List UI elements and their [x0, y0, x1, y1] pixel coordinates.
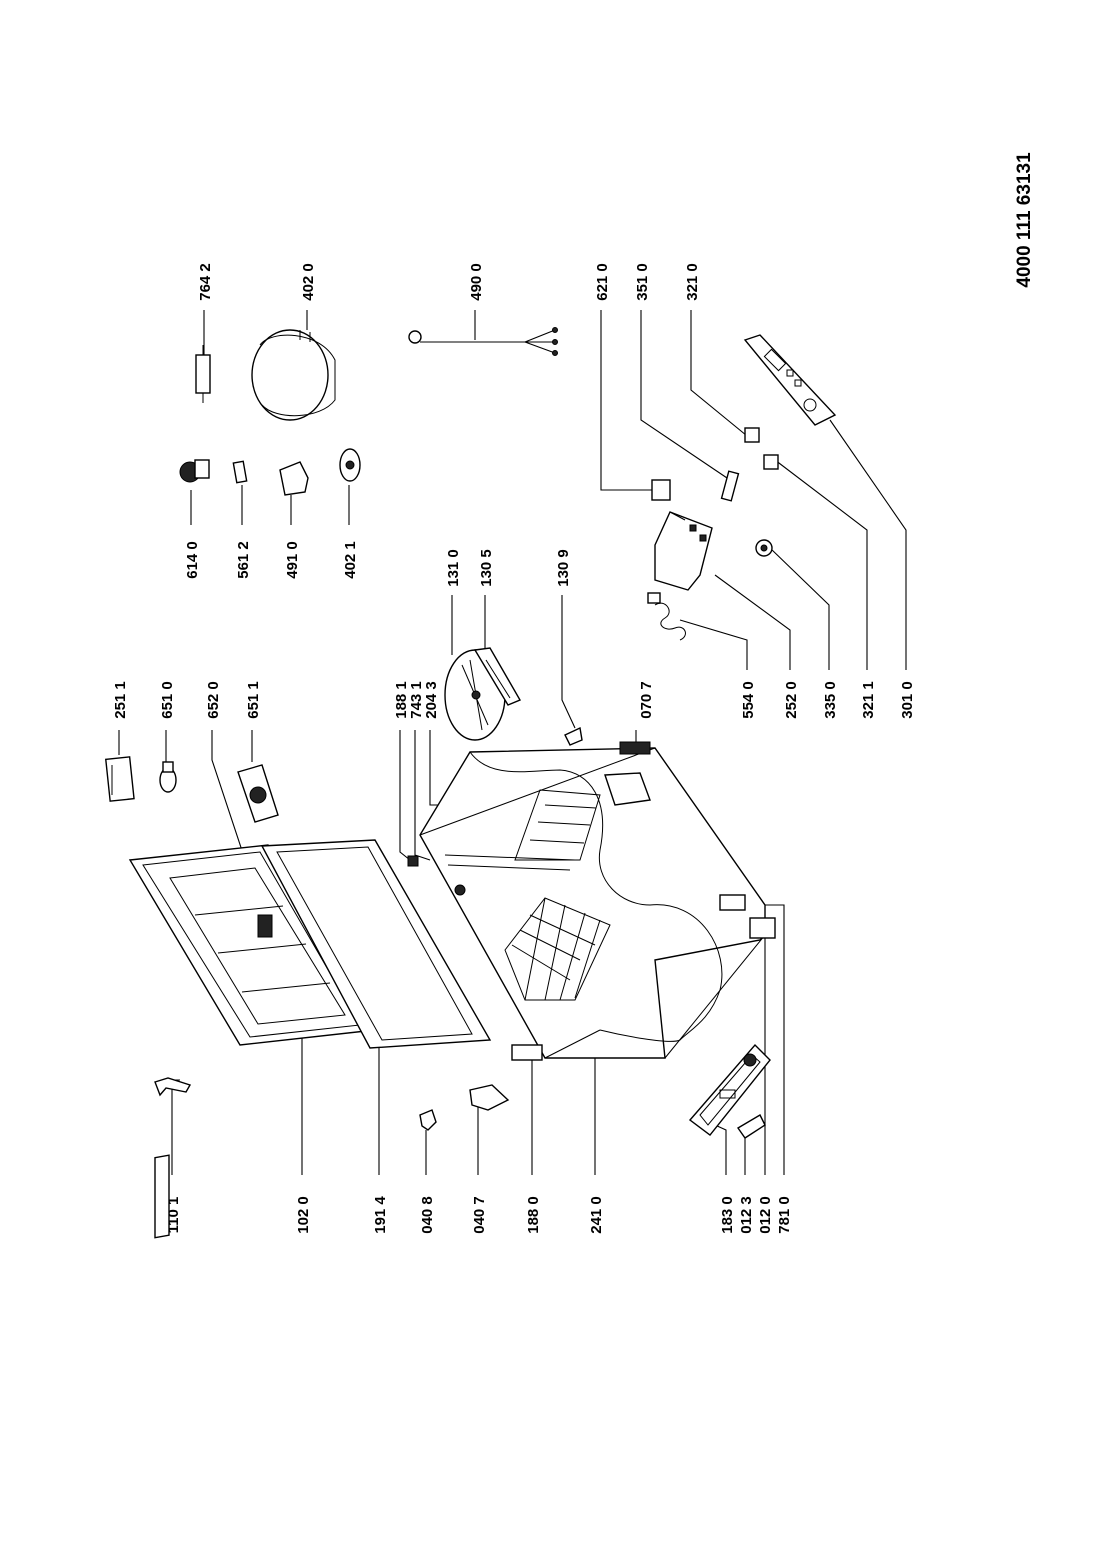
svg-text:490 0: 490 0: [468, 263, 485, 301]
svg-text:012 0: 012 0: [757, 1196, 774, 1234]
part-402-1: [339, 448, 361, 482]
callout-335-0: 335 0: [769, 547, 839, 719]
svg-text:402 0: 402 0: [300, 263, 317, 301]
filter-dryer: [195, 345, 211, 403]
callout-321-0: 321 0: [684, 263, 753, 441]
base-plate: [688, 1043, 771, 1136]
svg-text:764 2: 764 2: [197, 263, 214, 301]
svg-text:131 0: 131 0: [445, 549, 462, 587]
svg-text:301 0: 301 0: [899, 681, 916, 719]
svg-text:188 0: 188 0: [525, 1196, 542, 1234]
callout-070-7: 070 7: [635, 681, 655, 742]
control-panel: [743, 334, 837, 426]
part-491-0: [279, 461, 309, 496]
callout-402-0: 402 0: [300, 263, 317, 330]
callout-252-0: 252 0: [714, 574, 800, 719]
svg-text:351 0: 351 0: [634, 263, 651, 301]
part-561-2: [232, 460, 248, 484]
svg-text:491 0: 491 0: [284, 541, 301, 579]
wire-basket: [504, 897, 611, 1001]
svg-text:040 8: 040 8: [419, 1196, 436, 1234]
callout-130-5: 130 5: [478, 549, 495, 650]
svg-text:183 0: 183 0: [719, 1196, 736, 1234]
document-number: 4000 111 63131: [1014, 152, 1035, 288]
svg-text:191 4: 191 4: [372, 1196, 389, 1234]
callout-490-0: 490 0: [468, 263, 485, 340]
callout-131-0: 131 0: [445, 549, 462, 655]
callout-188-0: 188 0: [525, 1055, 542, 1234]
svg-text:651 0: 651 0: [159, 681, 176, 719]
lamp-housing: [237, 764, 279, 823]
lens-321-1: [763, 454, 779, 470]
callout-781-0: 781 0: [760, 904, 793, 1234]
callout-554-0: 554 0: [679, 619, 757, 719]
svg-text:070 7: 070 7: [638, 681, 655, 719]
svg-text:614 0: 614 0: [184, 541, 201, 579]
callout-012-0: 012 0: [757, 935, 774, 1234]
svg-text:651 1: 651 1: [245, 681, 262, 719]
callout-251-1: 251 1: [112, 681, 129, 755]
compressor: [251, 329, 336, 421]
callout-561-2: 561 2: [235, 485, 252, 579]
handle-part: [154, 1077, 192, 1239]
callout-040-8: 040 8: [419, 1130, 436, 1234]
lens-321-0: [744, 427, 760, 443]
callout-102-0: 102 0: [295, 1030, 312, 1234]
indicator-351-0: [720, 470, 740, 502]
svg-text:621 0: 621 0: [594, 263, 611, 301]
power-cord: [408, 327, 558, 356]
callout-402-1: 402 1: [342, 485, 359, 579]
svg-text:040 7: 040 7: [471, 1196, 488, 1234]
svg-text:130 9: 130 9: [555, 549, 572, 587]
svg-text:781 0: 781 0: [776, 1196, 793, 1234]
svg-text:188 1: 188 1: [393, 681, 410, 719]
callout-183-0: 183 0: [714, 1124, 736, 1234]
svg-text:102 0: 102 0: [295, 1196, 312, 1234]
callout-188-1: 188 1: [393, 681, 411, 861]
svg-text:252 0: 252 0: [783, 681, 800, 719]
part-040-7: [469, 1084, 510, 1111]
svg-text:251 1: 251 1: [112, 681, 129, 719]
callout-321-1: 321 1: [774, 459, 877, 719]
callout-351-0: 351 0: [634, 263, 731, 481]
svg-text:554 0: 554 0: [740, 681, 757, 719]
svg-text:012 3: 012 3: [738, 1196, 755, 1234]
door-gasket: [260, 839, 492, 1049]
thermostat-box: [654, 511, 713, 591]
callout-301-0: 301 0: [829, 419, 916, 719]
callout-012-3: 012 3: [738, 1135, 755, 1234]
callout-130-9: 130 9: [555, 549, 576, 729]
svg-text:241 0: 241 0: [588, 1196, 605, 1234]
part-614-0: [179, 459, 210, 483]
callout-491-0: 491 0: [284, 495, 301, 579]
callout-764-2: 764 2: [197, 263, 214, 355]
svg-text:321 0: 321 0: [684, 263, 701, 301]
part-040-8: [419, 1109, 437, 1131]
part-130-9: [564, 726, 583, 746]
callout-743-1: 743 1: [408, 681, 431, 861]
callout-651-1: 651 1: [245, 681, 262, 762]
thermostat-coil: [647, 592, 686, 641]
callout-614-0: 614 0: [184, 490, 201, 579]
bracket-012-3: [736, 1114, 766, 1139]
svg-text:335 0: 335 0: [822, 681, 839, 719]
svg-text:652 0: 652 0: [205, 681, 222, 719]
callout-040-7: 040 7: [471, 1105, 488, 1234]
svg-text:743 1: 743 1: [408, 681, 425, 719]
svg-text:402 1: 402 1: [342, 541, 359, 579]
svg-text:561 2: 561 2: [235, 541, 252, 579]
svg-text:204 3: 204 3: [423, 681, 440, 719]
svg-text:321 1: 321 1: [860, 681, 877, 719]
freezer-cabinet: [407, 741, 776, 1061]
part-251-1: [104, 756, 135, 802]
fan-grille: [473, 647, 522, 706]
svg-text:130 5: 130 5: [478, 549, 495, 587]
callout-651-0: 651 0: [159, 681, 176, 762]
callout-621-0: 621 0: [594, 263, 660, 491]
knob-335-0: [755, 539, 773, 557]
switch-621-0: [651, 479, 671, 501]
lamp-bulb: [159, 761, 177, 793]
